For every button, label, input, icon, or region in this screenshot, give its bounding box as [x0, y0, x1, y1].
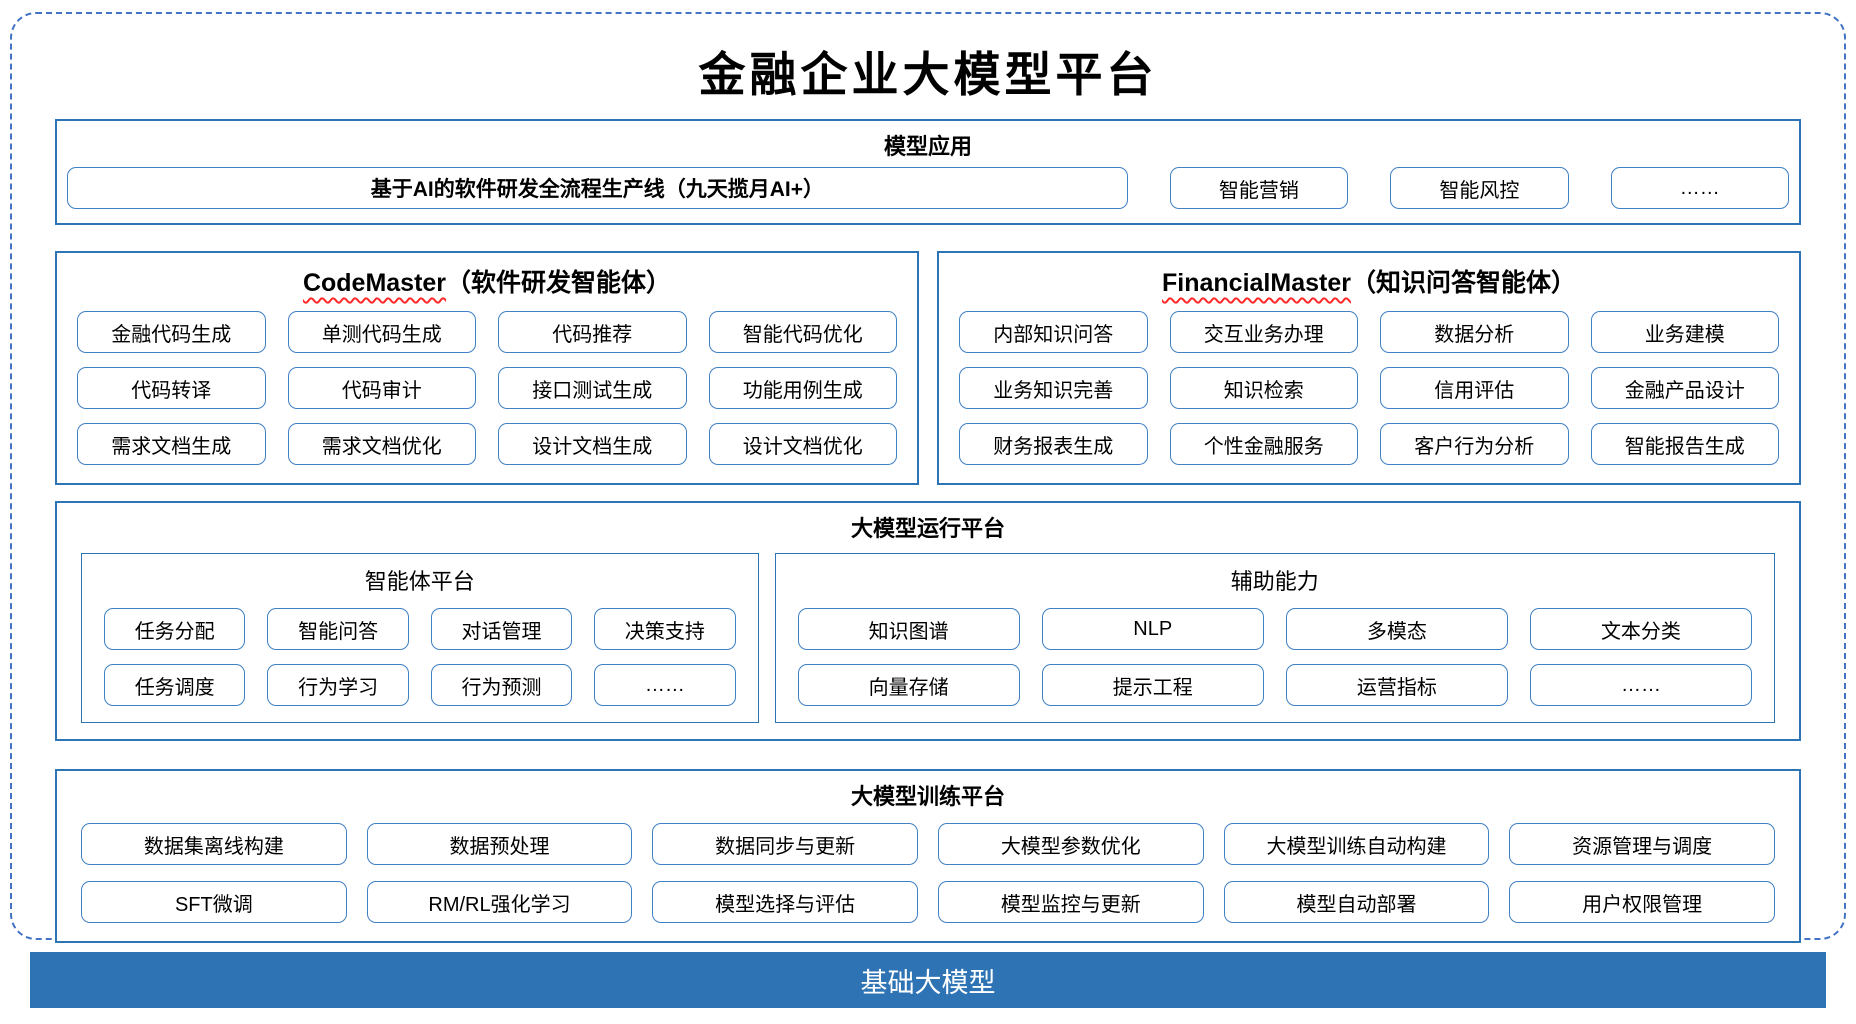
- agent-platform-box: 智能体平台 任务分配 智能问答 对话管理 决策支持 任务调度 行为学习 行为预测…: [81, 553, 759, 723]
- aux-capabilities-item: 提示工程: [1041, 664, 1264, 706]
- training-platform-item: 模型选择与评估: [652, 881, 918, 923]
- training-platform-item: 数据预处理: [366, 823, 633, 865]
- app-pipeline-box: 基于AI的软件研发全流程生产线（九天揽月AI+）: [67, 167, 1128, 209]
- aux-capabilities-item: 多模态: [1285, 608, 1508, 650]
- app-box-ellipsis: ……: [1610, 167, 1789, 209]
- financialmaster-item: 信用评估: [1380, 367, 1569, 409]
- financialmaster-item: 金融产品设计: [1590, 367, 1779, 409]
- aux-capabilities-item: 向量存储: [797, 664, 1020, 706]
- financialmaster-item: 财务报表生成: [959, 423, 1148, 465]
- runtime-platform-title: 大模型运行平台: [850, 516, 1005, 541]
- agent-platform-title: 智能体平台: [364, 569, 475, 594]
- aux-capabilities-grid: 知识图谱 NLP 多模态 文本分类 向量存储 提示工程 运营指标 ……: [797, 608, 1752, 706]
- training-platform-grid: 数据集离线构建 数据预处理 数据同步与更新 大模型参数优化 大模型训练自动构建 …: [81, 823, 1775, 923]
- financialmaster-item: 交互业务办理: [1169, 311, 1358, 353]
- agent-platform-item: 智能问答: [267, 608, 409, 650]
- codemaster-item: 智能代码优化: [708, 311, 897, 353]
- codemaster-item: 设计文档优化: [708, 423, 897, 465]
- codemaster-item: 单测代码生成: [287, 311, 476, 353]
- codemaster-item: 设计文档生成: [498, 423, 687, 465]
- agent-platform-item: 任务调度: [104, 664, 246, 706]
- aux-capabilities-item: NLP: [1041, 608, 1264, 650]
- aux-capabilities-title: 辅助能力: [1230, 569, 1319, 594]
- training-platform-item: 资源管理与调度: [1509, 823, 1775, 865]
- aux-capabilities-item: 文本分类: [1529, 608, 1752, 650]
- codemaster-title: CodeMaster（软件研发智能体）: [77, 263, 897, 299]
- financialmaster-item: 客户行为分析: [1380, 423, 1569, 465]
- training-platform-section: 大模型训练平台 数据集离线构建 数据预处理 数据同步与更新 大模型参数优化 大模…: [55, 769, 1801, 943]
- codemaster-item: 需求文档优化: [287, 423, 476, 465]
- training-platform-item: SFT微调: [81, 881, 347, 923]
- codemaster-box: CodeMaster（软件研发智能体） 金融代码生成 单测代码生成 代码推荐 智…: [55, 251, 919, 485]
- app-box: 智能风控: [1390, 167, 1569, 209]
- training-platform-item: 大模型训练自动构建: [1223, 823, 1490, 865]
- financialmaster-subtitle: （知识问答智能体）: [1350, 269, 1576, 297]
- training-platform-item: 大模型参数优化: [937, 823, 1204, 865]
- foundation-model-bar: 基础大模型: [30, 952, 1826, 1008]
- financialmaster-box: FinancialMaster（知识问答智能体） 内部知识问答 交互业务办理 数…: [937, 251, 1801, 485]
- agent-platform-item: 行为预测: [430, 664, 573, 706]
- agent-platform-item: 对话管理: [430, 608, 573, 650]
- codemaster-subtitle: （软件研发智能体）: [446, 269, 672, 297]
- agent-platform-item: 行为学习: [267, 664, 409, 706]
- agent-platform-item: 任务分配: [104, 608, 246, 650]
- financialmaster-item: 个性金融服务: [1169, 423, 1358, 465]
- codemaster-item: 代码审计: [287, 367, 476, 409]
- codemaster-item: 代码转译: [77, 367, 266, 409]
- aux-capabilities-item: 运营指标: [1285, 664, 1508, 706]
- training-platform-item: 数据同步与更新: [652, 823, 918, 865]
- financialmaster-item: 业务建模: [1590, 311, 1779, 353]
- codemaster-item: 金融代码生成: [77, 311, 266, 353]
- codemaster-item: 功能用例生成: [708, 367, 897, 409]
- financialmaster-item: 数据分析: [1380, 311, 1569, 353]
- codemaster-grid: 金融代码生成 单测代码生成 代码推荐 智能代码优化 代码转译 代码审计 接口测试…: [77, 311, 897, 465]
- financialmaster-item: 业务知识完善: [959, 367, 1148, 409]
- financialmaster-grid: 内部知识问答 交互业务办理 数据分析 业务建模 业务知识完善 知识检索 信用评估…: [959, 311, 1779, 465]
- codemaster-item: 代码推荐: [498, 311, 687, 353]
- financialmaster-name: FinancialMaster: [1162, 269, 1351, 297]
- app-box: 智能营销: [1169, 167, 1349, 209]
- foundation-model-label: 基础大模型: [860, 967, 996, 998]
- training-platform-item: 用户权限管理: [1509, 881, 1775, 923]
- codemaster-name: CodeMaster: [302, 269, 447, 297]
- codemaster-item: 接口测试生成: [498, 367, 687, 409]
- training-platform-item: RM/RL强化学习: [366, 881, 633, 923]
- financialmaster-item: 智能报告生成: [1590, 423, 1779, 465]
- codemaster-item: 需求文档生成: [77, 423, 266, 465]
- aux-capabilities-item: 知识图谱: [797, 608, 1020, 650]
- runtime-platform-section: 大模型运行平台 智能体平台 任务分配 智能问答 对话管理 决策支持 任务调度 行…: [55, 501, 1801, 741]
- model-apps-row: 基于AI的软件研发全流程生产线（九天揽月AI+） 智能营销 智能风控 ……: [67, 167, 1789, 209]
- agent-platform-item-ellipsis: ……: [594, 664, 736, 706]
- financialmaster-item: 知识检索: [1169, 367, 1358, 409]
- aux-capabilities-item-ellipsis: ……: [1529, 664, 1752, 706]
- agent-platform-item: 决策支持: [594, 608, 736, 650]
- training-platform-item: 模型监控与更新: [937, 881, 1204, 923]
- model-apps-section: 模型应用 基于AI的软件研发全流程生产线（九天揽月AI+） 智能营销 智能风控 …: [55, 119, 1801, 225]
- financialmaster-item: 内部知识问答: [959, 311, 1148, 353]
- runtime-row: 智能体平台 任务分配 智能问答 对话管理 决策支持 任务调度 行为学习 行为预测…: [81, 553, 1775, 723]
- training-platform-title: 大模型训练平台: [850, 784, 1005, 809]
- agents-row: CodeMaster（软件研发智能体） 金融代码生成 单测代码生成 代码推荐 智…: [55, 251, 1801, 485]
- agent-platform-grid: 任务分配 智能问答 对话管理 决策支持 任务调度 行为学习 行为预测 ……: [104, 608, 736, 706]
- platform-diagram: 金融企业大模型平台 模型应用 基于AI的软件研发全流程生产线（九天揽月AI+） …: [10, 12, 1846, 943]
- training-platform-item: 数据集离线构建: [81, 823, 347, 865]
- aux-capabilities-box: 辅助能力 知识图谱 NLP 多模态 文本分类 向量存储 提示工程 运营指标 ……: [774, 553, 1775, 723]
- page-title: 金融企业大模型平台: [698, 48, 1158, 103]
- financialmaster-title: FinancialMaster（知识问答智能体）: [959, 263, 1779, 299]
- model-apps-title: 模型应用: [883, 134, 972, 159]
- training-platform-item: 模型自动部署: [1223, 881, 1490, 923]
